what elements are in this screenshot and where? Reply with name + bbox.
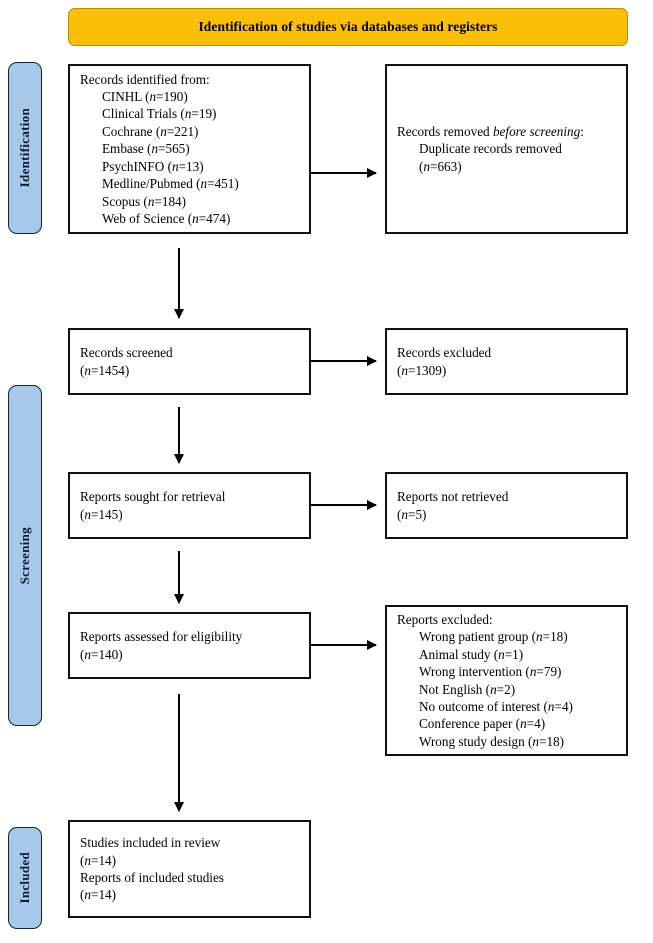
box-studies-included: Studies included in review (n=14) Report… <box>68 820 311 918</box>
records-screened-count: (n=1454) <box>80 362 130 378</box>
records-removed-heading: Records removed before screening: <box>397 123 584 139</box>
records-identified-item-web-of-science: Web of Science (n=474) <box>102 210 231 226</box>
reports-excluded-reason-no-outcome-of-interest: No outcome of interest (n=4) <box>419 698 573 714</box>
arrow-sought-to-eligibility <box>178 551 180 603</box>
reports-excluded-reason-wrong-patient-group: Wrong patient group (n=18) <box>419 629 568 645</box>
reports-excluded-reason-wrong-intervention: Wrong intervention (n=79) <box>419 664 562 680</box>
reports-excluded-heading: Reports excluded: <box>397 611 493 627</box>
studies-included-count: (n=14) <box>80 852 117 868</box>
box-records-screened: Records screened (n=1454) <box>68 328 311 395</box>
stage-label-screening-text: Screening <box>17 526 32 585</box>
reports-excluded-reason-wrong-study-design: Wrong study design (n=18) <box>419 733 565 749</box>
box-records-excluded: Records excluded (n=1309) <box>385 328 628 395</box>
reports-excluded-reason-not-english: Not English (n=2) <box>419 681 516 697</box>
records-identified-item-scopus: Scopus (n=184) <box>102 193 187 209</box>
box-records-identified: Records identified from: CINHL (n=190) C… <box>68 64 311 234</box>
reports-excluded-reason-animal-study: Animal study (n=1) <box>419 646 524 662</box>
records-screened-label: Records screened <box>80 345 173 361</box>
stage-label-identification-text: Identification <box>17 108 32 188</box>
reports-of-included-studies-label: Reports of included studies <box>80 870 224 885</box>
reports-eligibility-count: (n=140) <box>80 646 123 662</box>
arrow-screened-to-excluded <box>311 360 376 362</box>
arrow-eligibility-to-included <box>178 694 180 811</box>
reports-excluded-reason-conference-paper: Conference paper (n=4) <box>419 716 546 732</box>
arrow-identified-to-removed <box>311 172 376 174</box>
reports-not-retrieved-label: Reports not retrieved <box>397 489 509 505</box>
reports-eligibility-label: Reports assessed for eligibility <box>80 629 243 645</box>
arrow-identified-to-screened <box>178 248 180 318</box>
box-reports-assessed-eligibility: Reports assessed for eligibility (n=140) <box>68 612 311 679</box>
diagram-header-banner: Identification of studies via databases … <box>68 8 628 46</box>
records-identified-heading: Records identified from: <box>80 71 210 87</box>
stage-label-included: Included <box>8 827 42 929</box>
box-records-removed: Records removed before screening: Duplic… <box>385 64 628 234</box>
reports-of-included-studies-count: (n=14) <box>80 887 117 903</box>
stage-label-screening: Screening <box>8 385 42 726</box>
records-identified-item-cinhl: CINHL (n=190) <box>102 89 188 105</box>
records-identified-item-embase: Embase (n=565) <box>102 141 190 157</box>
box-reports-excluded-reasons: Reports excluded: Wrong patient group (n… <box>385 605 628 756</box>
arrow-sought-to-not-retrieved <box>311 504 376 506</box>
diagram-title: Identification of studies via databases … <box>198 19 498 34</box>
studies-included-label: Studies included in review <box>80 835 221 851</box>
stage-label-identification: Identification <box>8 62 42 234</box>
records-identified-item-cochrane: Cochrane (n=221) <box>102 123 199 139</box>
arrow-eligibility-to-reports-excluded <box>311 644 376 646</box>
stage-label-included-text: Included <box>17 852 32 904</box>
records-identified-item-medline-pubmed: Medline/Pubmed (n=451) <box>102 176 239 192</box>
box-reports-sought: Reports sought for retrieval (n=145) <box>68 472 311 539</box>
records-excluded-count: (n=1309) <box>397 362 447 378</box>
arrow-screened-to-sought <box>178 407 180 463</box>
box-reports-not-retrieved: Reports not retrieved (n=5) <box>385 472 628 539</box>
reports-sought-count: (n=145) <box>80 506 123 522</box>
records-excluded-label: Records excluded <box>397 345 492 361</box>
records-removed-item-duplicates: Duplicate records removed <box>419 141 562 157</box>
records-identified-item-clinical-trials: Clinical Trials (n=19) <box>102 106 217 122</box>
records-removed-count: (n=663) <box>419 158 462 174</box>
records-identified-item-psychinfo: PsychINFO (n=13) <box>102 158 204 174</box>
reports-sought-label: Reports sought for retrieval <box>80 489 226 505</box>
reports-not-retrieved-count: (n=5) <box>397 506 427 522</box>
